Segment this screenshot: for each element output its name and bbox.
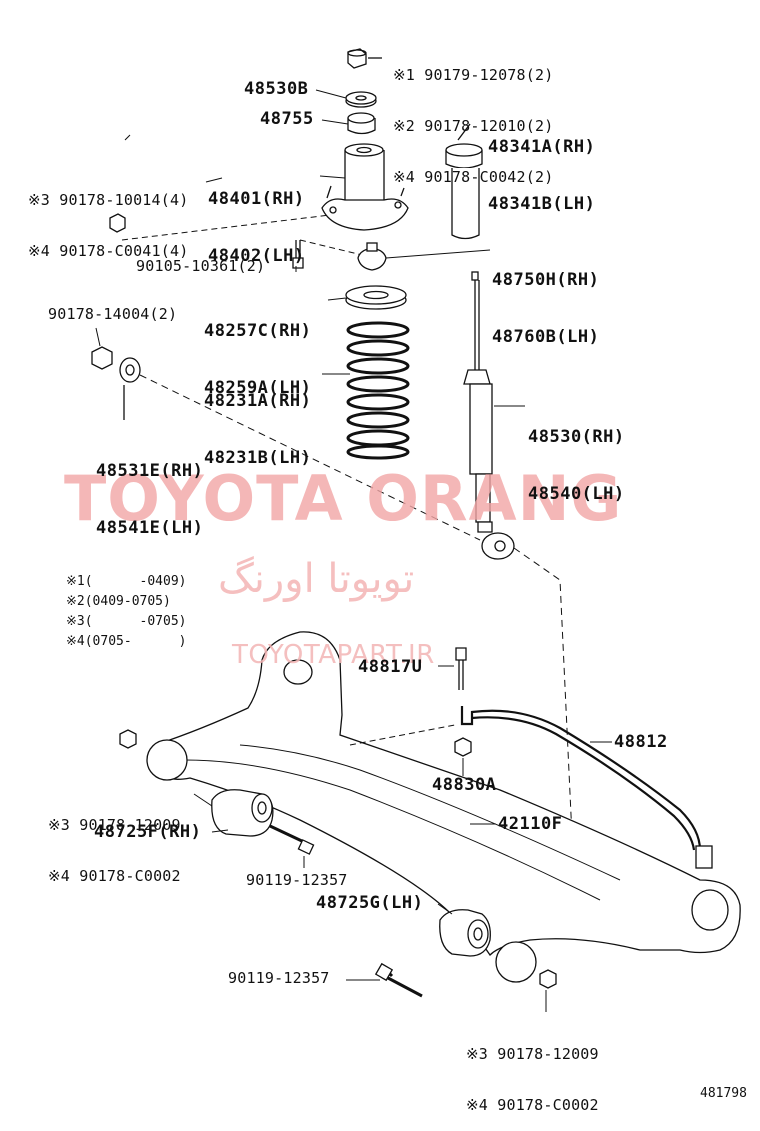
beam-nut-rh-drawing <box>119 729 137 749</box>
label-bushing-rh: 48725F(RH) <box>94 822 202 842</box>
legend-range-1: ( -0409) <box>84 574 187 589</box>
bolt-lh-drawing <box>374 962 423 998</box>
legend-row-3: ※3( -0705) <box>66 614 186 630</box>
legend-range-3: ( -0705) <box>84 614 187 629</box>
washer-48530b-drawing <box>345 91 377 108</box>
bump-stopper-drawing <box>445 123 483 240</box>
support-rh: 48401(RH) <box>208 189 305 209</box>
bushing-lh-drawing <box>439 909 491 957</box>
mount-nut-line-1: ※3 90178-10014(4) <box>28 191 189 209</box>
coil-spring-rh: 48231A(RH) <box>204 391 312 411</box>
top-nut-line-1: ※1 90179-12078(2) <box>393 66 554 84</box>
nut-washer-drawing <box>91 346 141 420</box>
axle-beam-drawing <box>146 631 741 983</box>
bump-stop-rh: 48341A(RH) <box>488 137 596 157</box>
support-lh: 48402(LH) <box>208 246 305 266</box>
legend-mark-3: ※3 <box>66 614 85 629</box>
legend-row-1: ※1( -0409) <box>66 574 186 590</box>
label-nut-90178-14004: 90178-14004(2) <box>48 305 178 323</box>
coil-spring-drawing <box>346 321 410 460</box>
label-coil-spring: 48231A(RH) 48231B(LH) <box>204 354 311 487</box>
figure-number: 481798 <box>700 1086 747 1101</box>
label-bump-stop: 48341A(RH) 48341B(LH) <box>488 100 595 233</box>
legend-range-2: (0409-0705) <box>84 594 171 609</box>
label-48755: 48755 <box>260 109 314 129</box>
absorber-lh: 48540(LH) <box>528 484 625 504</box>
legend-mark-2: ※2 <box>66 594 85 609</box>
label-axle-beam: 42110F <box>498 814 563 834</box>
label-mount-nut: ※3 90178-10014(4) ※4 90178-C0041(4) <box>28 158 188 277</box>
bolt-90105-drawing <box>292 240 304 269</box>
link-bolt-drawing <box>454 647 472 757</box>
label-48530b: 48530B <box>244 79 309 99</box>
collar-48755-drawing <box>347 112 376 135</box>
bolt-rh-drawing <box>269 824 315 855</box>
bound-stopper-rh: 48750H(RH) <box>492 270 600 290</box>
shock-absorber-drawing <box>463 271 515 560</box>
upper-insulator-lh: 48259A(LH) <box>204 378 312 398</box>
coil-spring-lh: 48231B(LH) <box>204 448 312 468</box>
legend-range-4: (0705- ) <box>84 634 187 649</box>
watermark-brand-en: TOYOTA ORANG <box>64 462 623 535</box>
beam-nut-lh-line-1: ※3 90178-12009 <box>466 1045 599 1063</box>
label-bolt-90105: 90105-10361(2) <box>136 257 266 275</box>
watermark-brand-fa: تویوتا اورنگ <box>218 556 415 602</box>
label-beam-nut-lh: ※3 90178-12009 ※4 90178-C0002 <box>466 1012 599 1131</box>
stabilizer-bar-drawing <box>460 706 713 869</box>
label-link-bolt: 48817U <box>358 657 423 677</box>
label-stabilizer: 48812 <box>614 732 668 752</box>
label-bolt-lh: 90119-12357 <box>228 969 330 987</box>
label-support: 48401(RH) 48402(LH) <box>208 152 305 285</box>
label-bolt-rh: 90119-12357 <box>246 871 348 889</box>
bushing-rh-drawing <box>211 789 274 837</box>
top-nut-drawing <box>347 48 382 69</box>
mount-nut-drawing <box>109 213 126 233</box>
bound-stopper-lh: 48760B(LH) <box>492 327 600 347</box>
legend-row-4: ※4(0705- ) <box>66 634 186 650</box>
bound-stopper-drawing <box>357 242 387 271</box>
mount-nut-line-2: ※4 90178-C0041(4) <box>28 242 189 260</box>
absorber-rh: 48530(RH) <box>528 427 625 447</box>
label-top-nut: ※1 90179-12078(2) ※2 90178-12010(2) ※4 9… <box>393 33 553 203</box>
label-beam-nut-rh: ※3 90178-12009 ※4 90178-C0002 <box>48 783 181 902</box>
upper-insulator-rh: 48257C(RH) <box>204 321 312 341</box>
bump-stop-lh: 48341B(LH) <box>488 194 596 214</box>
legend-row-2: ※2(0409-0705) <box>66 594 171 610</box>
label-lower-washer: 48531E(RH) 48541E(LH) <box>96 424 203 557</box>
beam-nut-lh-drawing <box>539 969 557 989</box>
beam-nut-rh-line-1: ※3 90178-12009 <box>48 816 181 834</box>
upper-insulator-drawing <box>345 285 407 310</box>
label-bushing-lh: 48725G(LH) <box>316 893 424 913</box>
leader-lines <box>95 89 612 1012</box>
watermark-url: TOYOTAPART.IR <box>232 640 435 670</box>
label-upper-insulator: 48257C(RH) 48259A(LH) <box>204 284 311 417</box>
lower-washer-lh: 48541E(LH) <box>96 518 204 538</box>
top-nut-line-2: ※2 90178-12010(2) <box>393 117 554 135</box>
lower-washer-rh: 48531E(RH) <box>96 461 204 481</box>
label-absorber: 48530(RH) 48540(LH) <box>528 390 625 523</box>
legend-mark-4: ※4 <box>66 634 85 649</box>
legend-mark-1: ※1 <box>66 574 85 589</box>
beam-nut-rh-line-2: ※4 90178-C0002 <box>48 867 181 885</box>
beam-nut-lh-line-2: ※4 90178-C0002 <box>466 1096 599 1114</box>
suspension-support-drawing <box>321 143 409 231</box>
label-link-nut: 48830A <box>432 775 497 795</box>
label-bound-stopper: 48750H(RH) 48760B(LH) <box>492 233 599 366</box>
top-nut-line-3: ※4 90178-C0042(2) <box>393 168 554 186</box>
